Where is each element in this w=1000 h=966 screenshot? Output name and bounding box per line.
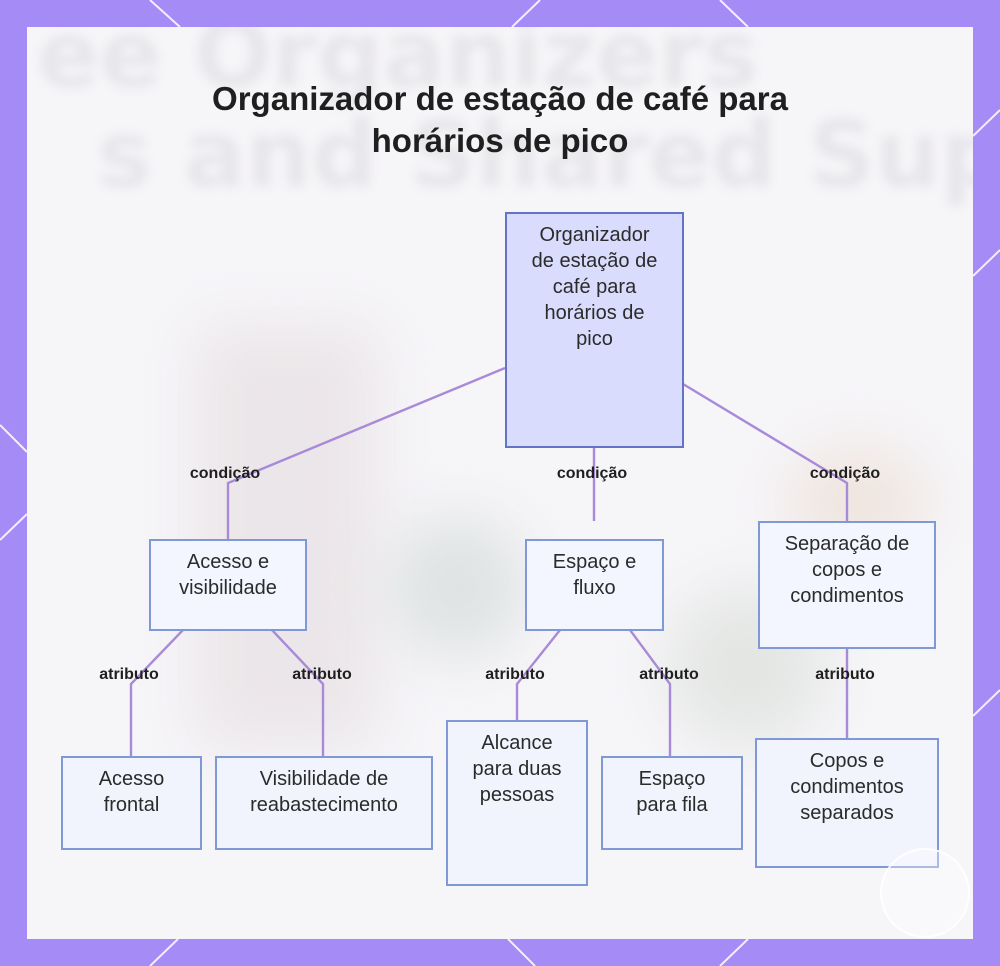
node-acesso-visibilidade: Acesso e visibilidade [149, 539, 307, 631]
node-acesso-frontal: Acesso frontal [61, 756, 202, 850]
edge-label-atributo: atributo [815, 666, 875, 684]
node-espaco-fila: Espaço para fila [601, 756, 743, 850]
edge-label-atributo: atributo [485, 666, 545, 684]
edge-label-atributo: atributo [292, 666, 352, 684]
connector-acesso-visibilidade [272, 630, 323, 756]
connector-acesso-frontal [131, 630, 183, 756]
node-copos-condimentos-separados: Copos e condimentos separados [755, 738, 939, 868]
node-espaco-fluxo: Espaço e fluxo [525, 539, 664, 631]
edge-label-condicao: condição [557, 465, 627, 483]
node-root: Organizador de estação de café para horá… [505, 212, 684, 448]
edge-label-atributo: atributo [639, 666, 699, 684]
connector-root-separacao [683, 384, 847, 521]
node-separacao-copos-condimentos: Separação de copos e condimentos [758, 521, 936, 649]
connector-root-acesso [228, 368, 505, 539]
node-alcance-duas-pessoas: Alcance para duas pessoas [446, 720, 588, 886]
edge-label-atributo: atributo [99, 666, 159, 684]
edge-label-condicao: condição [810, 465, 880, 483]
watermark-logo-icon [880, 848, 970, 938]
connector-espaco-fila [630, 630, 670, 756]
edge-label-condicao: condição [190, 465, 260, 483]
node-visibilidade-reabastecimento: Visibilidade de reabastecimento [215, 756, 433, 850]
